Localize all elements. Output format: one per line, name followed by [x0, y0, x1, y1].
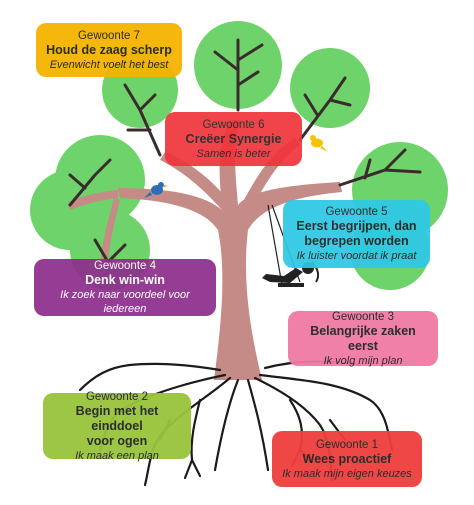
- habit-title-line-1: Eerst begrijpen, dan: [296, 219, 417, 233]
- habit-number: Gewoonte 7: [77, 29, 140, 42]
- habit-card-1: Gewoonte 1 Wees proactief Ik maak mijn e…: [272, 431, 422, 487]
- habit-motto: Ik volg mijn plan: [323, 354, 403, 367]
- habit-title-line-2: begrepen worden: [304, 234, 409, 248]
- habit-card-6: Gewoonte 6 Creëer Synergie Samen is bete…: [165, 112, 302, 166]
- habit-title: Denk win-win: [85, 273, 165, 287]
- habit-number: Gewoonte 2: [85, 390, 148, 403]
- habit-card-7: Gewoonte 7 Houd de zaag scherp Evenwicht…: [36, 23, 182, 77]
- habit-title: Houd de zaag scherp: [46, 42, 172, 57]
- habit-card-2: Gewoonte 2 Begin met het einddoel voor o…: [43, 390, 191, 462]
- habit-title-line-1: Begin met het einddoel: [75, 403, 159, 433]
- habit-card-5: Gewoonte 5 Eerst begrijpen, dan begrepen…: [283, 200, 430, 268]
- habit-number: Gewoonte 3: [331, 310, 394, 323]
- bluebird-icon: [144, 182, 168, 198]
- yellow-bird-icon: [310, 135, 328, 152]
- habit-card-4: Gewoonte 4 Denk win-win Ik zoek naar voo…: [34, 259, 216, 316]
- habit-motto: Samen is beter: [196, 147, 271, 160]
- habit-motto: Ik maak een plan: [75, 449, 159, 462]
- habit-motto: Evenwicht voelt het best: [49, 58, 169, 71]
- habit-motto: Ik luister voordat ik praat: [296, 250, 417, 262]
- habit-title-line-2: voor ogen: [86, 433, 148, 448]
- habit-title: Wees proactief: [302, 451, 392, 466]
- habit-motto: Ik zoek naar voordeel voor iedereen: [60, 289, 190, 315]
- habit-motto: Ik maak mijn eigen keuzes: [282, 467, 412, 480]
- habit-number: Gewoonte 6: [202, 118, 265, 131]
- habit-card-3: Gewoonte 3 Belangrijke zaken eerst Ik vo…: [288, 310, 438, 367]
- habit-title: Creëer Synergie: [185, 131, 282, 146]
- habit-title: Belangrijke zaken eerst: [310, 323, 416, 353]
- habit-number: Gewoonte 4: [93, 260, 156, 272]
- habit-number: Gewoonte 5: [325, 206, 388, 218]
- habit-number: Gewoonte 1: [315, 438, 378, 451]
- tree-twigs: [68, 38, 422, 264]
